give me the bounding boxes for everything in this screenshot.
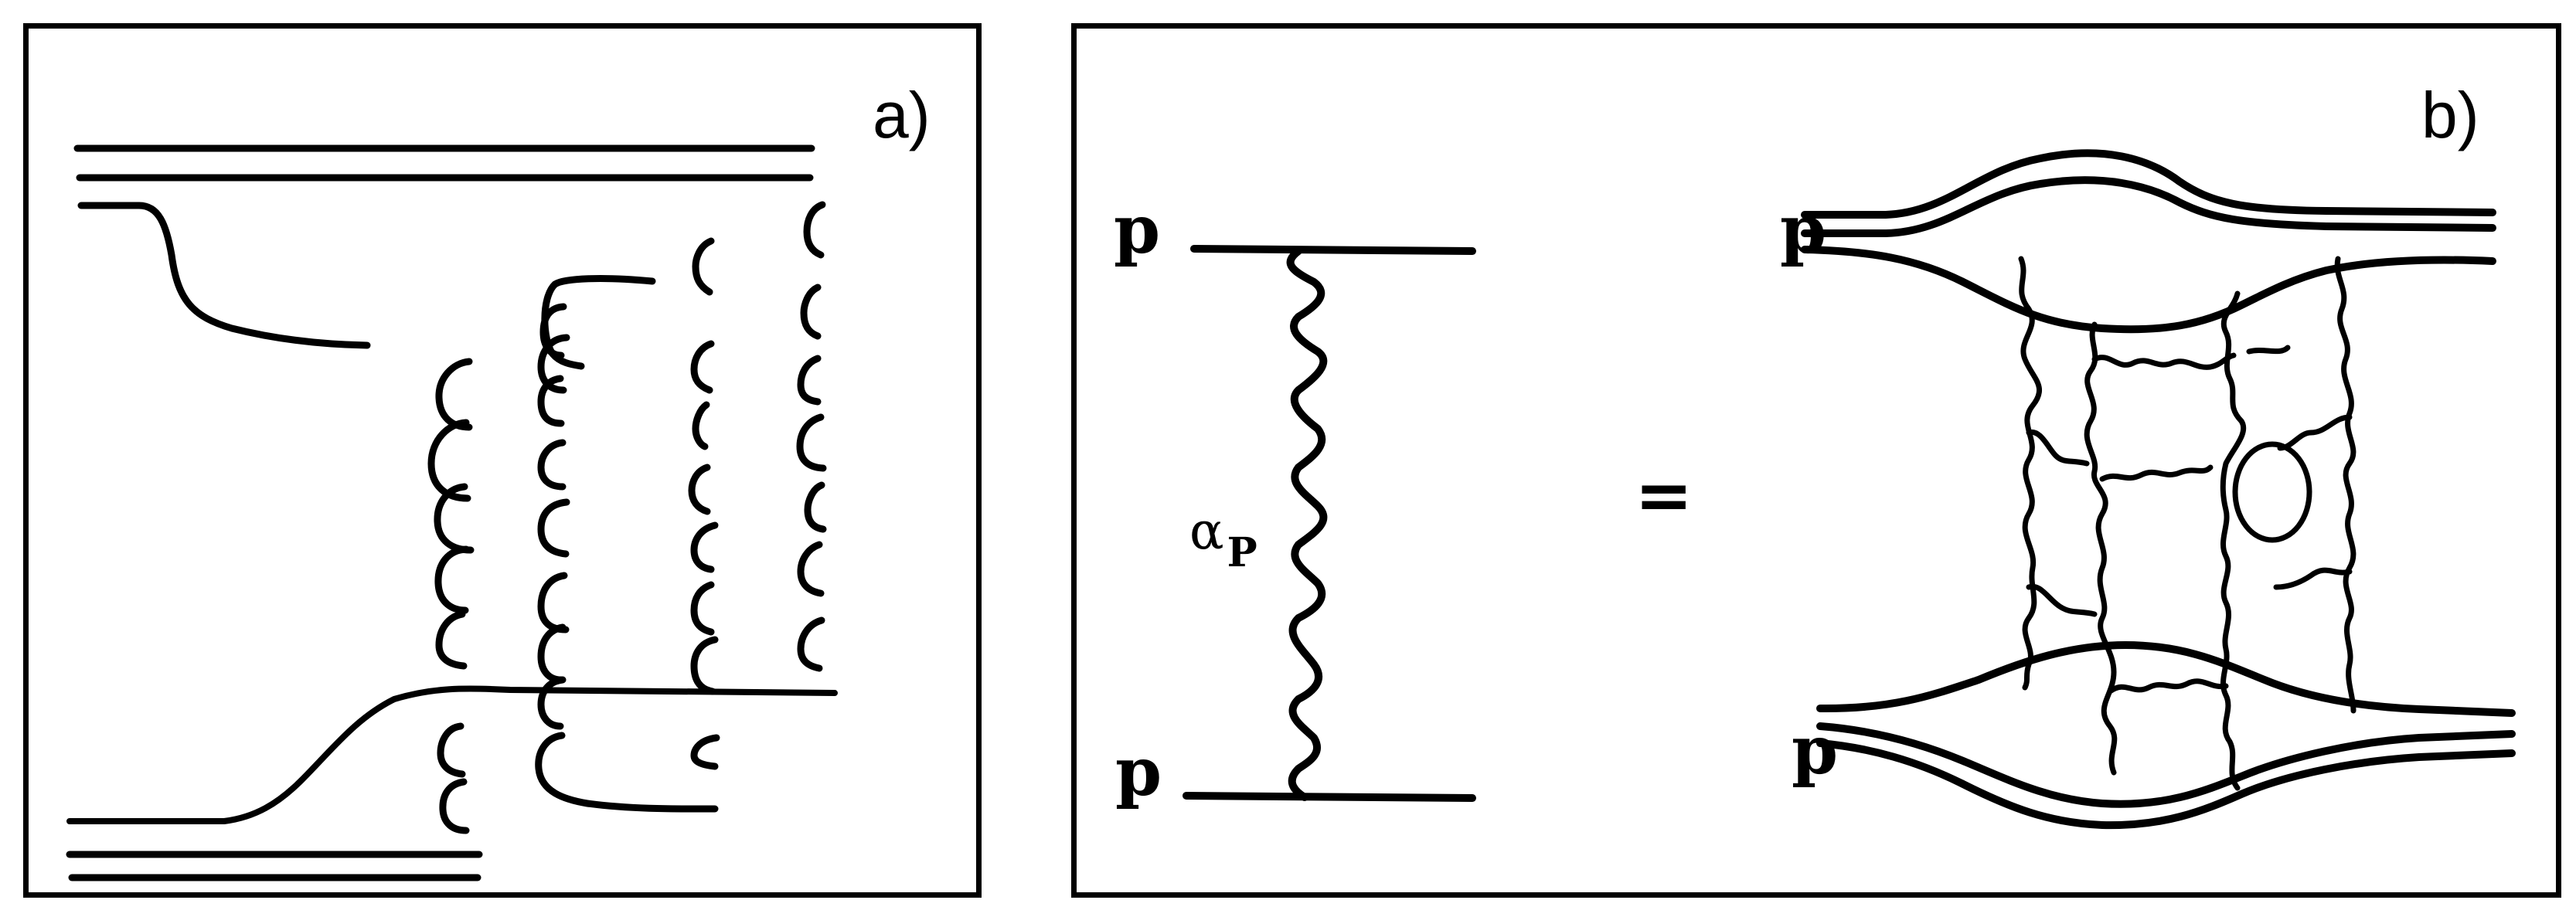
quark-line-bottom-rising	[66, 685, 838, 824]
alpha-symbol: α	[1189, 501, 1224, 561]
panel-b: b) p p αP = p p	[1071, 23, 2561, 898]
panel-b-diagram	[1183, 149, 2516, 830]
gluon-hook-top	[541, 275, 656, 370]
proton-label-top-left: p	[1114, 191, 1161, 269]
pomeron-trajectory-label: αP	[1189, 506, 1257, 573]
proton-label-bottom-left: p	[1115, 733, 1162, 811]
pomeron-subscript: P	[1227, 529, 1257, 577]
gluon-ladder-network	[2018, 256, 2357, 791]
pomeron-wavy-line	[1286, 247, 1328, 801]
gluon-loop	[2232, 441, 2312, 543]
proton-lines-top-right	[1801, 149, 2496, 334]
panel-b-label: b)	[2421, 79, 2479, 151]
gluon-column-1	[427, 358, 475, 834]
equals-sign: =	[1635, 455, 1693, 536]
proton-line-top	[1190, 245, 1476, 255]
quark-line-top-3-bent	[77, 202, 371, 349]
gluon-column-3	[688, 237, 720, 770]
panel-a-diagram	[66, 144, 838, 881]
proton-lines-bottom-right	[1816, 641, 2516, 830]
gluon-column-2	[535, 303, 719, 813]
panel-a: a)	[23, 23, 982, 898]
gluon-column-4	[796, 201, 827, 672]
panel-a-label: a)	[873, 79, 931, 151]
proton-line-bottom	[1183, 792, 1476, 802]
